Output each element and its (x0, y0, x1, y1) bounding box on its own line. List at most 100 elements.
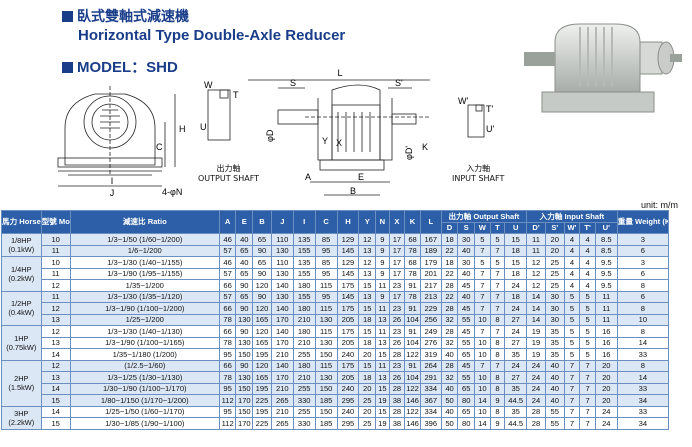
cell-value: 155 (292, 267, 316, 280)
cell-value: 65 (235, 267, 254, 280)
cell-value: 175 (336, 279, 360, 292)
cell-value: 24 (526, 382, 546, 395)
cell-value: 7 (563, 417, 581, 430)
header-input-col: T' (579, 221, 596, 234)
cell-model: 12 (40, 302, 71, 315)
cell-value: 291 (419, 371, 442, 384)
cell-value: 15 (504, 256, 528, 269)
cell-value: 15 (375, 405, 390, 418)
cell-value: 55 (544, 405, 565, 418)
cell-ratio: 1/3~1/90 (1/95~1/155) (69, 267, 220, 280)
cell-value: 66 (218, 359, 237, 372)
front-view-drawing (57, 86, 176, 187)
cell-model: 13 (40, 313, 71, 326)
cell-value: 276 (419, 336, 442, 349)
cell-value: 8 (489, 382, 506, 395)
cell-value: 4 (563, 267, 581, 280)
cell-value: 24 (504, 325, 528, 338)
cell-value: 255 (292, 405, 316, 418)
cell-value: 319 (419, 348, 442, 361)
cell-value: 23 (388, 302, 406, 315)
cell-value: 28 (388, 382, 406, 395)
cell-value: 19 (526, 348, 546, 361)
cell-value: 8 (489, 348, 506, 361)
cell-value: 68 (404, 233, 421, 246)
cell-value: 95 (314, 290, 338, 303)
cell-model: 12 (40, 325, 71, 338)
cell-value: 44.5 (504, 417, 528, 430)
cell-value: 19 (526, 325, 546, 338)
cell-value: 265 (270, 394, 294, 407)
cell-value: 6 (616, 244, 670, 257)
cell-value: 170 (270, 313, 294, 326)
cell-value: 11 (594, 302, 618, 315)
cell-value: 9 (375, 290, 390, 303)
cell-value: 170 (235, 394, 254, 407)
cell-value: 15 (375, 382, 390, 395)
cell-value: 28 (440, 359, 459, 372)
cell-model: 14 (40, 348, 71, 361)
cell-value: 129 (336, 233, 360, 246)
cell-value: 249 (419, 325, 442, 338)
cell-value: 8 (616, 302, 670, 315)
header-hp: 馬力 Horse Power (1, 210, 42, 234)
cell-value: 175 (336, 359, 360, 372)
cell-value: 18 (358, 371, 377, 384)
cell-value: 90 (235, 279, 254, 292)
cell-hp-value: 1/8HP (11, 236, 32, 245)
cell-value: 28 (388, 348, 406, 361)
cell-value: 122 (404, 382, 421, 395)
cell-value: 90 (235, 302, 254, 315)
cell-value: 91 (404, 302, 421, 315)
cell-value: 210 (270, 348, 294, 361)
cell-value: 170 (270, 371, 294, 384)
cell-value: 7 (489, 302, 506, 315)
cell-horse-power: 3HP(2.2kW) (1, 405, 42, 430)
cell-value: 22 (440, 290, 459, 303)
cell-value: 150 (235, 348, 254, 361)
cell-value: 135 (292, 256, 316, 269)
header-col-x: X (388, 210, 406, 234)
cell-value: 80 (457, 394, 476, 407)
cell-ratio: 1/3~1/90 (1/100~1/165) (69, 336, 220, 349)
cell-value: 78 (218, 336, 237, 349)
cell-ratio: 1/80~1/150 (1/170~1/200) (69, 394, 220, 407)
cell-value: 90 (235, 325, 254, 338)
cell-value: 22 (440, 267, 459, 280)
cell-value: 210 (270, 405, 294, 418)
header-input-col: U' (594, 221, 618, 234)
cell-value: 140 (270, 325, 294, 338)
cell-value: 130 (270, 267, 294, 280)
cell-value: 165 (252, 371, 272, 384)
cell-value: 57 (218, 290, 237, 303)
cell-ratio: 1/35~1/200 (69, 279, 220, 292)
cell-value: 7 (474, 290, 491, 303)
cell-value: 17 (388, 256, 406, 269)
cell-value: 15 (358, 302, 377, 315)
cell-value: 8 (489, 371, 506, 384)
cell-value: 155 (292, 290, 316, 303)
cell-value: 40 (457, 290, 476, 303)
cell-value: 175 (336, 325, 360, 338)
cell-value: 24 (594, 417, 618, 430)
header-col-l: L (419, 210, 442, 234)
cell-value: 7 (579, 405, 596, 418)
cell-value: 185 (314, 394, 338, 407)
cell-value: 25 (544, 279, 565, 292)
cell-value: 33 (616, 348, 670, 361)
cell-value: 7 (579, 382, 596, 395)
cell-value: 4 (579, 267, 596, 280)
cell-value: 38 (388, 417, 406, 430)
cell-value: 40 (235, 233, 254, 246)
cell-ratio: 1/3~1/90 (1/100~1/200) (69, 302, 220, 315)
header-col-h: H (336, 210, 360, 234)
cell-value: 40 (440, 405, 459, 418)
cell-value: 205 (336, 371, 360, 384)
cell-model: 12 (40, 359, 71, 372)
cell-value: 165 (252, 336, 272, 349)
cell-value: 130 (235, 371, 254, 384)
